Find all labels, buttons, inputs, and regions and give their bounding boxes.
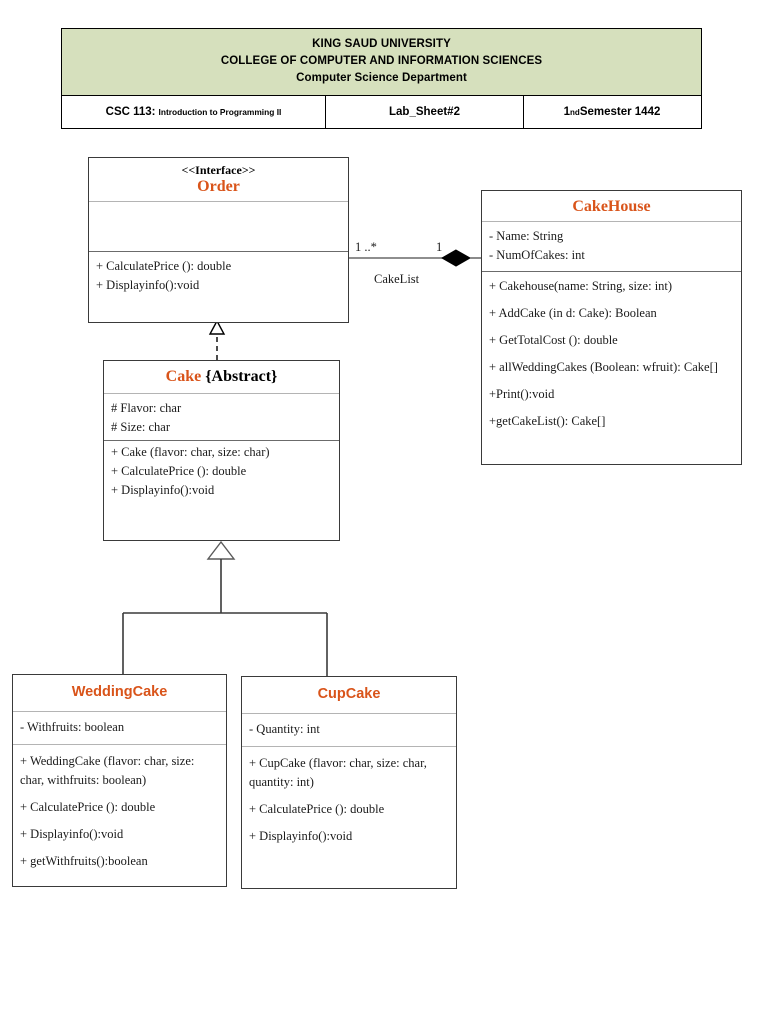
header-sheet-cell: Lab_Sheet#2 xyxy=(326,96,524,128)
class-divider-order-attributes xyxy=(89,201,348,202)
class-divider-weddingcake-attributes xyxy=(13,711,226,712)
operation-row: + Cakehouse(name: String, size: int) xyxy=(489,279,673,293)
header-semester-text: Semester 1442 xyxy=(579,106,661,118)
class-operations-weddingcake: + WeddingCake (flavor: char, size: char,… xyxy=(13,745,226,877)
class-title-cakehouse: CakeHouse xyxy=(482,191,741,221)
class-title-cake: Cake {Abstract} xyxy=(104,361,339,393)
class-divider-cakehouse-attributes xyxy=(482,221,741,222)
class-attributes-order xyxy=(89,202,348,251)
header-department-name: Computer Science Department xyxy=(296,72,467,84)
header-course-cell: CSC 113:Introduction to Programming II xyxy=(62,96,326,128)
class-name-order: Order xyxy=(197,178,240,195)
class-attributes-cake: # Flavor: char # Size: char xyxy=(104,394,339,440)
operation-row: + GetTotalCost (): double xyxy=(489,333,618,347)
operation-row: + allWeddingCakes (Boolean: wfruit): Cak… xyxy=(489,360,718,374)
class-box-cakehouse[interactable]: CakeHouse - Name: String - NumOfCakes: i… xyxy=(481,190,742,465)
class-name-weddingcake: WeddingCake xyxy=(71,684,168,700)
header-college-name: COLLEGE OF COMPUTER AND INFORMATION SCIE… xyxy=(220,55,543,67)
document-header-table: KING SAUD UNIVERSITY COLLEGE OF COMPUTER… xyxy=(61,28,702,129)
class-title-order: <<Interface>> Order xyxy=(89,158,348,201)
class-divider-cake-attributes xyxy=(104,393,339,394)
class-attributes-weddingcake: - Withfruits: boolean xyxy=(13,712,226,744)
class-attributes-cupcake: - Quantity: int xyxy=(242,714,456,746)
header-semester-ordinal-suffix: nd xyxy=(570,107,580,117)
class-title-weddingcake: WeddingCake xyxy=(13,675,226,711)
multiplicity-label-cakehouse-end: 1 xyxy=(436,240,443,254)
operation-row: + AddCake (in d: Cake): Boolean xyxy=(489,306,657,320)
class-attributes-cakehouse: - Name: String - NumOfCakes: int xyxy=(482,222,741,271)
class-box-weddingcake[interactable]: WeddingCake - Withfruits: boolean + Wedd… xyxy=(12,674,227,887)
association-role-label: CakeList xyxy=(374,272,420,286)
class-name-cake: Cake xyxy=(165,368,202,385)
attribute-row: - Withfruits: boolean xyxy=(20,720,125,734)
class-divider-cakehouse-operations xyxy=(482,271,741,272)
operation-row: + getWithfruits():boolean xyxy=(20,854,148,868)
attribute-row: # Flavor: char xyxy=(111,401,182,415)
header-course-name: Introduction to Programming II xyxy=(158,107,282,117)
header-semester-number: 1 xyxy=(563,106,571,118)
class-operations-cupcake: + CupCake (flavor: char, size: char, qua… xyxy=(242,747,456,852)
class-operations-cake: + Cake (flavor: char, size: char) + Calc… xyxy=(104,441,339,506)
operation-row: + Displayinfo():void xyxy=(20,827,124,841)
class-operations-order: + CalculatePrice (): double + Displayinf… xyxy=(89,252,348,301)
operation-row: + WeddingCake (flavor: char, size: char,… xyxy=(20,754,195,787)
class-title-cupcake: CupCake xyxy=(242,677,456,713)
class-divider-cake-operations xyxy=(104,440,339,441)
class-divider-weddingcake-operations xyxy=(13,744,226,745)
class-divider-order-operations xyxy=(89,251,348,252)
operation-row: + Cake (flavor: char, size: char) xyxy=(111,445,270,459)
header-course-code: CSC 113: xyxy=(105,106,156,118)
header-meta-row: CSC 113:Introduction to Programming II L… xyxy=(62,96,701,128)
class-box-order[interactable]: <<Interface>> Order + CalculatePrice ():… xyxy=(88,157,349,323)
attribute-row: # Size: char xyxy=(111,420,171,434)
operation-row: +Print():void xyxy=(489,387,555,401)
generalization-hollow-triangle xyxy=(206,540,236,560)
operation-row: + CalculatePrice (): double xyxy=(96,259,232,273)
attribute-row: - NumOfCakes: int xyxy=(489,248,585,262)
operation-row: + Displayinfo():void xyxy=(249,829,353,843)
attribute-row: - Quantity: int xyxy=(249,722,320,736)
header-institution-block: KING SAUD UNIVERSITY COLLEGE OF COMPUTER… xyxy=(62,29,701,96)
attribute-row: - Name: String xyxy=(489,229,564,243)
operation-row: +getCakeList(): Cake[] xyxy=(489,414,606,428)
class-operations-cakehouse: + Cakehouse(name: String, size: int) + A… xyxy=(482,272,741,437)
operation-row: + CupCake (flavor: char, size: char, qua… xyxy=(249,756,427,789)
composition-diamond xyxy=(440,249,472,267)
operation-row: + CalculatePrice (): double xyxy=(111,464,247,478)
class-box-cake[interactable]: Cake {Abstract} # Flavor: char # Size: c… xyxy=(103,360,340,541)
multiplicity-label-order-end: 1 ..* xyxy=(355,240,377,254)
operation-row: + CalculatePrice (): double xyxy=(249,802,385,816)
operation-row: + Displayinfo():void xyxy=(111,483,215,497)
class-abstract-marker: {Abstract} xyxy=(201,368,278,385)
class-divider-cupcake-operations xyxy=(242,746,456,747)
operation-row: + CalculatePrice (): double xyxy=(20,800,156,814)
operation-row: + Displayinfo():void xyxy=(96,278,200,292)
header-university-name: KING SAUD UNIVERSITY xyxy=(312,38,451,50)
class-name-cakehouse: CakeHouse xyxy=(572,198,651,215)
class-stereotype-order: <<Interface>> xyxy=(181,163,256,177)
class-name-cupcake: CupCake xyxy=(317,686,381,702)
class-box-cupcake[interactable]: CupCake - Quantity: int + CupCake (flavo… xyxy=(241,676,457,889)
class-divider-cupcake-attributes xyxy=(242,713,456,714)
